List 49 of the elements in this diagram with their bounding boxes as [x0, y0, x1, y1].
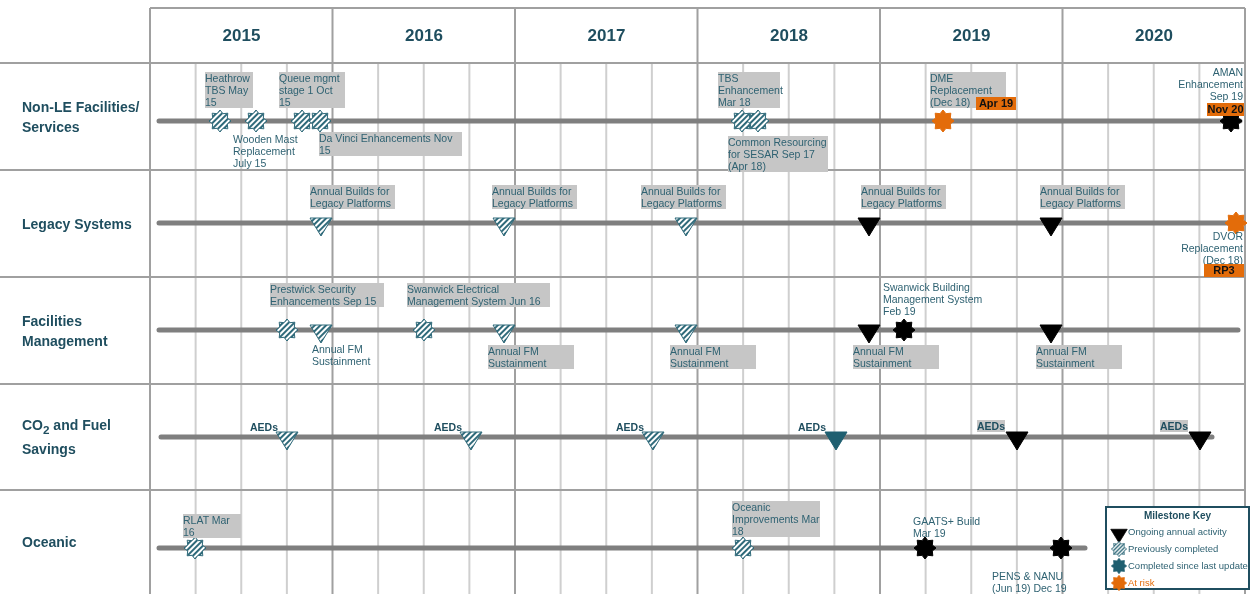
milestone-label: Swanwick Electrical Management System Jun 16	[407, 283, 550, 307]
legend-label: Previously completed	[1128, 543, 1219, 555]
row-header: Facilities Management	[22, 311, 109, 351]
milestone-label: AEDs	[798, 421, 826, 433]
milestone-label: Heathrow TBS May 15	[205, 72, 253, 108]
milestone-label: AEDs	[1160, 420, 1188, 432]
milestone-label: Annual FM Sustainment	[488, 345, 574, 369]
milestone-label: AEDs	[434, 421, 462, 433]
milestone-label: RLAT Mar 16	[183, 514, 241, 538]
milestone-label: Common Resourcing for SESAR Sep 17 (Apr 18)	[728, 136, 828, 172]
milestone-label: Annual Builds for Legacy Platforms	[492, 185, 577, 209]
milestone-label: DVOR Replacement (Dec 18)	[1180, 230, 1243, 266]
row-header: Non-LE Facilities/ Services	[22, 97, 141, 137]
legend-label: Ongoing annual activity	[1128, 526, 1227, 538]
milestone-label: PENS & NANU (Jun 19) Dec 19	[992, 570, 1068, 594]
legend-label: Completed since last update	[1128, 560, 1248, 572]
milestone-label: Annual FM Sustainment	[670, 345, 756, 369]
milestone-label: Annual FM Sustainment	[312, 343, 372, 367]
milestone-label: Oceanic Improvements Mar 18	[732, 501, 820, 537]
milestone-label: AEDs	[977, 420, 1005, 432]
milestone-label: Annual FM Sustainment	[1036, 345, 1122, 369]
date-badge: Nov 20	[1207, 103, 1244, 116]
milestone-label: AEDs	[250, 421, 278, 433]
milestone-label: GAATS+ Build Mar 19	[913, 515, 982, 539]
milestone-label: Annual Builds for Legacy Platforms	[641, 185, 726, 209]
row-header: Legacy Systems	[22, 214, 133, 234]
milestone-label: Wooden Mast Replacement July 15	[233, 133, 299, 169]
milestone-label: AEDs	[616, 421, 644, 433]
row-header: Oceanic	[22, 533, 78, 552]
milestone-label: Annual Builds for Legacy Platforms	[310, 185, 395, 209]
year-header: 2016	[404, 26, 444, 46]
milestone-label: Swanwick Building Management System Feb 19	[883, 281, 984, 317]
milestone-label: AMAN Enhancement Sep 19	[1177, 66, 1243, 102]
milestone-label: Annual FM Sustainment	[853, 345, 939, 369]
year-header: 2017	[586, 26, 627, 46]
milestone-label: Annual Builds for Legacy Platforms	[1040, 185, 1125, 209]
date-badge: Apr 19	[976, 97, 1016, 110]
milestone-label: Annual Builds for Legacy Platforms	[861, 185, 946, 209]
year-header: 2019	[951, 26, 992, 46]
date-badge: RP3	[1204, 264, 1244, 277]
milestone-label: Prestwick Security Enhancements Sep 15	[270, 283, 384, 307]
year-header: 2018	[769, 26, 809, 46]
legend-title: Milestone Key	[1142, 510, 1213, 522]
year-header: 2020	[1134, 26, 1174, 46]
legend-label: At risk	[1128, 577, 1155, 589]
year-header: 2015	[221, 26, 262, 46]
row-header: CO$_{2}$ and Fuel Savings	[22, 415, 112, 460]
milestone-label: Queue mgmt stage 1 Oct 15	[279, 72, 345, 108]
milestone-label: Da Vinci Enhancements Nov 15	[319, 132, 462, 156]
